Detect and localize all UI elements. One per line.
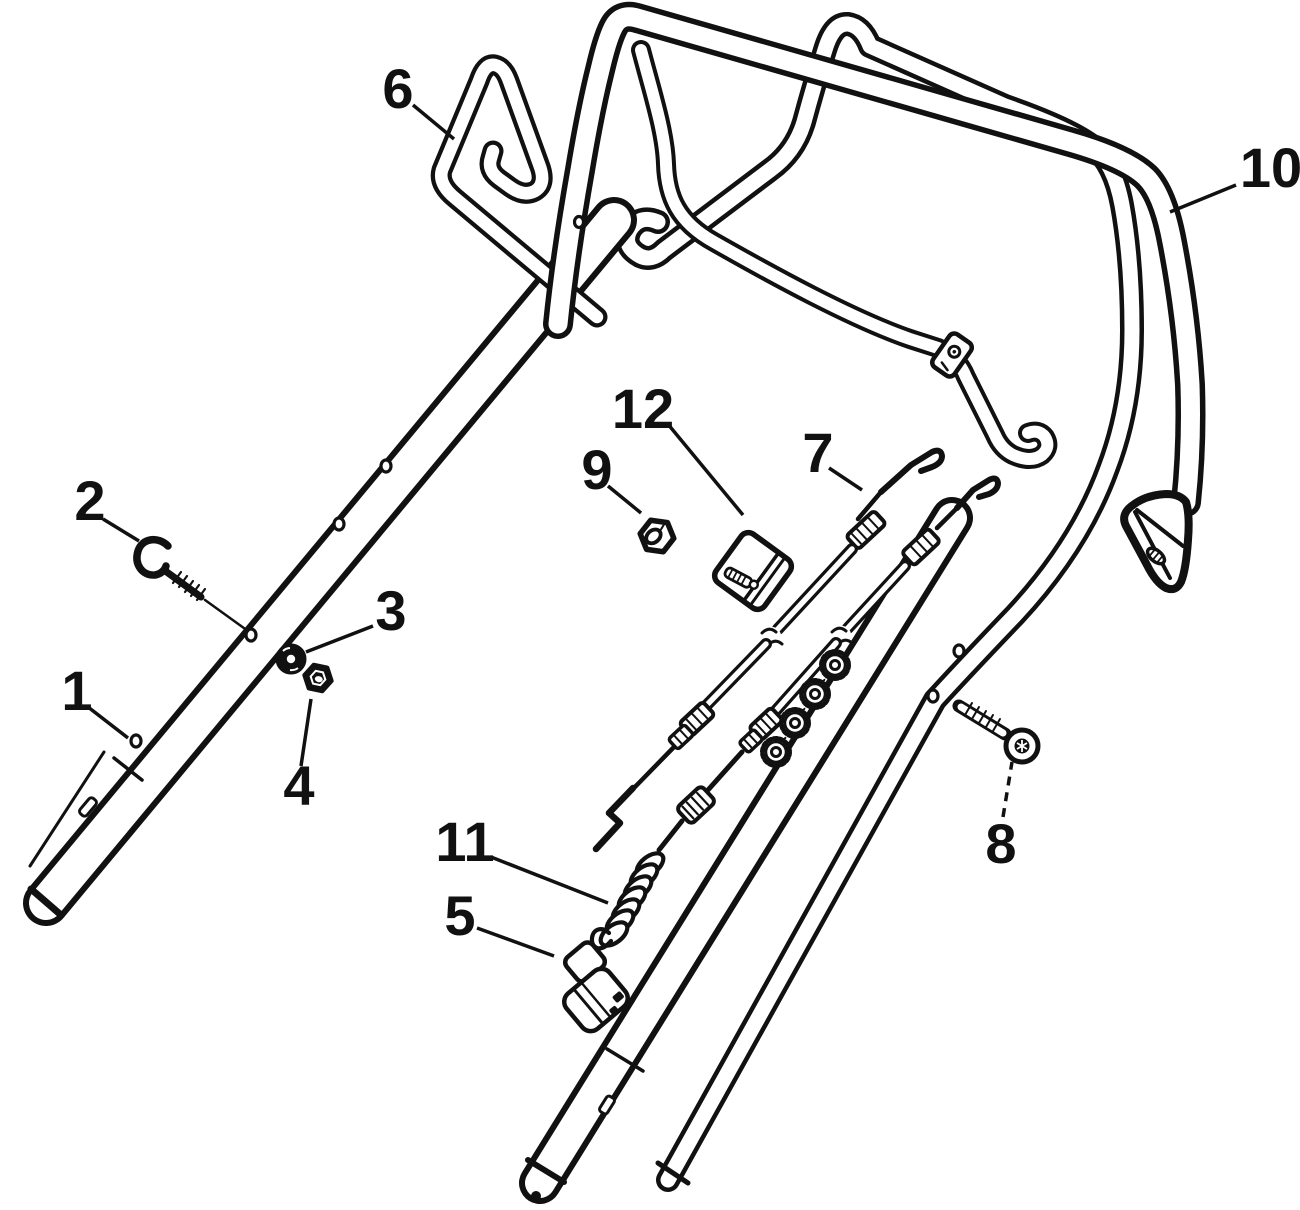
callout-leader-10 <box>1169 183 1237 214</box>
callout-number-6: 6 <box>382 57 413 120</box>
upper-handle-loop <box>543 1 1206 594</box>
brake-cable <box>592 447 945 853</box>
tension-spring <box>589 851 666 951</box>
callout-number-1: 1 <box>61 659 92 722</box>
callout-6: 6 <box>382 57 456 141</box>
callout-5: 5 <box>444 884 555 958</box>
flat-washer <box>275 643 307 675</box>
callout-number-2: 2 <box>74 469 105 532</box>
callout-leader-8 <box>1001 761 1014 818</box>
cable-mount-tube <box>631 40 1058 469</box>
hook-bolt <box>133 536 250 633</box>
callout-4: 4 <box>283 698 315 817</box>
triangle-mount <box>1120 490 1193 594</box>
callout-leader-7 <box>828 466 863 492</box>
callout-3: 3 <box>305 579 407 654</box>
spacer-nut <box>637 517 677 555</box>
callout-leader-12 <box>665 421 745 517</box>
bar-end-foot <box>531 1191 541 1201</box>
serrated-washers <box>760 649 851 768</box>
callout-leader-5 <box>476 926 555 958</box>
callout-9: 9 <box>581 438 643 515</box>
callout-leader-4 <box>299 698 313 767</box>
callout-number-8: 8 <box>985 812 1016 875</box>
callout-8: 8 <box>985 761 1017 875</box>
cable-guide-bail <box>430 54 608 328</box>
hex-nut <box>302 662 334 694</box>
callout-12: 12 <box>612 377 745 517</box>
callout-number-3: 3 <box>375 579 406 642</box>
callout-10: 10 <box>1169 136 1300 214</box>
callout-leader-2 <box>102 517 140 543</box>
callout-number-4: 4 <box>283 754 314 817</box>
callout-number-7: 7 <box>802 421 833 484</box>
cable-clamp-block <box>711 529 795 613</box>
callout-leader-1 <box>86 705 130 740</box>
cable-clip <box>562 940 630 1034</box>
callout-number-10: 10 <box>1240 136 1300 199</box>
drive-cable <box>656 475 1001 853</box>
callout-number-12: 12 <box>612 377 674 440</box>
tube-bracket <box>929 331 975 379</box>
callout-number-5: 5 <box>444 884 475 947</box>
callout-leader-3 <box>305 624 374 654</box>
callout-2: 2 <box>74 469 140 543</box>
left-lower-handlebar <box>23 197 637 926</box>
callout-1: 1 <box>61 659 130 740</box>
right-lower-handlebar <box>519 497 973 1204</box>
callout-number-9: 9 <box>581 438 612 501</box>
mounting-screw <box>952 699 1041 765</box>
callout-number-11: 11 <box>435 810 494 873</box>
callout-leader-9 <box>606 484 643 515</box>
callout-leader-6 <box>411 103 456 141</box>
callout-leader-11 <box>490 855 609 905</box>
callout-7: 7 <box>802 421 863 492</box>
callout-11: 11 <box>435 810 609 905</box>
